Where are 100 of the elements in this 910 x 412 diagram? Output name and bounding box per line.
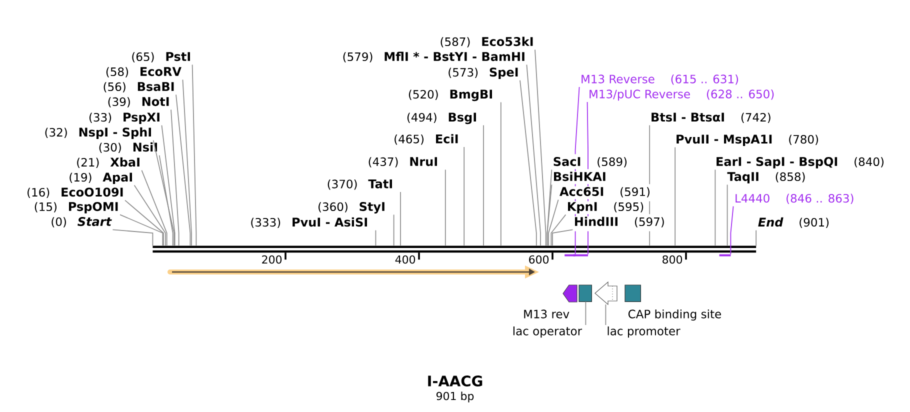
- sequence-position: (0): [52, 217, 66, 228]
- primer-bracket: [573, 254, 588, 256]
- leader-line: [120, 214, 164, 246]
- cut-position: (840): [854, 157, 884, 168]
- cut-position: (58): [106, 67, 128, 78]
- enzyme-label: Eco53kI: [482, 36, 533, 46]
- leader-line: [550, 214, 566, 246]
- primer-label: M13/pUC Reverse: [590, 90, 690, 101]
- leader-line: [161, 124, 176, 246]
- cut-position: (15): [34, 202, 56, 212]
- leader-line: [552, 229, 574, 246]
- leader-line: [400, 192, 401, 246]
- scale-label: 800: [662, 255, 682, 264]
- enzyme-label: PspOMI: [69, 202, 118, 214]
- leader-line: [574, 86, 580, 255]
- enzyme-label: EcoRV: [140, 67, 182, 76]
- leader-line: [192, 64, 197, 246]
- cut-position: (437): [368, 157, 398, 168]
- enzyme-label: SpeI: [490, 68, 518, 79]
- enzyme-label: HindIII: [575, 216, 618, 226]
- primer-range: (628 .. 650): [706, 89, 774, 100]
- leader-line: [158, 154, 174, 246]
- enzyme-label: NotI: [142, 97, 169, 106]
- primer-range: (615 .. 631): [671, 74, 738, 85]
- enzyme-label: BmgBI: [450, 90, 492, 102]
- cut-position: (780): [789, 134, 818, 146]
- cut-position: (597): [634, 217, 664, 228]
- leader-line: [112, 229, 154, 246]
- leader-line: [141, 170, 168, 246]
- scale-label: 200: [262, 255, 282, 264]
- cut-position: (858): [776, 172, 805, 182]
- cut-position: (465): [394, 134, 424, 145]
- feature-label: lac operator: [513, 326, 582, 338]
- enzyme-label: NsiI: [133, 142, 157, 152]
- primer-label: M13 Reverse: [582, 74, 654, 84]
- cut-position: (579): [343, 52, 372, 62]
- leader-line: [756, 230, 757, 246]
- cut-position: (65): [132, 52, 154, 62]
- cut-position: (591): [620, 187, 650, 198]
- primer-range: (846 .. 863): [786, 194, 854, 204]
- primer-bracket: [719, 254, 731, 256]
- cut-position: (16): [28, 188, 50, 198]
- leader-line: [182, 79, 192, 246]
- cut-position: (595): [614, 202, 644, 212]
- leader-line: [548, 199, 559, 246]
- leader-line: [134, 184, 166, 246]
- cut-position: (587): [440, 37, 470, 48]
- cut-position: (333): [251, 218, 280, 228]
- cut-position: (19): [70, 172, 92, 184]
- leader-line: [375, 230, 376, 246]
- feature-bar: [168, 266, 539, 278]
- cut-position: (520): [408, 90, 438, 100]
- leader-line: [649, 124, 650, 246]
- scale-label: 600: [529, 255, 549, 264]
- primer-label: L4440: [736, 194, 770, 203]
- enzyme-label: NruI: [410, 157, 437, 166]
- cut-position: (21): [77, 158, 99, 168]
- leader-line: [520, 80, 537, 246]
- feature-label: lac promoter: [608, 326, 680, 338]
- enzyme-label: Acc65I: [560, 187, 604, 196]
- leader-line: [726, 184, 728, 246]
- cut-position: (573): [448, 68, 478, 78]
- leader-line: [500, 102, 502, 246]
- leader-line: [152, 140, 175, 246]
- leader-line: [714, 169, 716, 246]
- enzyme-label: PvuII - MspA1I: [676, 134, 772, 146]
- sequence-backbone: [152, 246, 756, 253]
- enzyme-label: PspXI: [124, 112, 160, 124]
- leader-line: [444, 169, 446, 246]
- leader-line: [534, 49, 546, 246]
- cut-position: (39): [108, 97, 130, 108]
- cut-position: (742): [741, 112, 770, 124]
- enzyme-label: EcoO109I: [62, 188, 123, 197]
- enzyme-label: XbaI: [110, 157, 140, 167]
- enzyme-label: BsgI: [448, 112, 476, 124]
- enzyme-label: ApaI: [102, 172, 132, 184]
- leader-line: [586, 102, 588, 255]
- enzyme-label: BsiHKAI: [554, 172, 606, 182]
- leader-line: [170, 109, 180, 246]
- leader-line: [393, 214, 394, 246]
- enzyme-label: TatI: [368, 179, 392, 188]
- enzyme-label: PvuI - AsiSI: [292, 217, 367, 227]
- cut-position: (30): [99, 142, 121, 154]
- enzyme-label: MflI * - BstYI - BamHI: [384, 52, 524, 62]
- enzyme-label: KpnI: [568, 202, 597, 214]
- enzyme-label: PstI: [166, 52, 190, 62]
- leader-line: [585, 301, 586, 326]
- sequence-length: 901 bp: [436, 392, 474, 402]
- leader-line: [674, 146, 676, 246]
- sequence-position: (901): [800, 218, 829, 228]
- leader-line: [176, 94, 191, 246]
- cut-position: (360): [318, 202, 348, 212]
- cut-position: (33): [89, 112, 112, 124]
- feature-label: M13 rev: [524, 310, 570, 318]
- cut-position: (56): [104, 82, 126, 92]
- enzyme-label: SacI: [554, 156, 580, 166]
- leader-line: [605, 304, 606, 326]
- leader-line: [124, 200, 164, 246]
- leader-line: [730, 206, 734, 255]
- feature-label: CAP binding site: [628, 309, 721, 321]
